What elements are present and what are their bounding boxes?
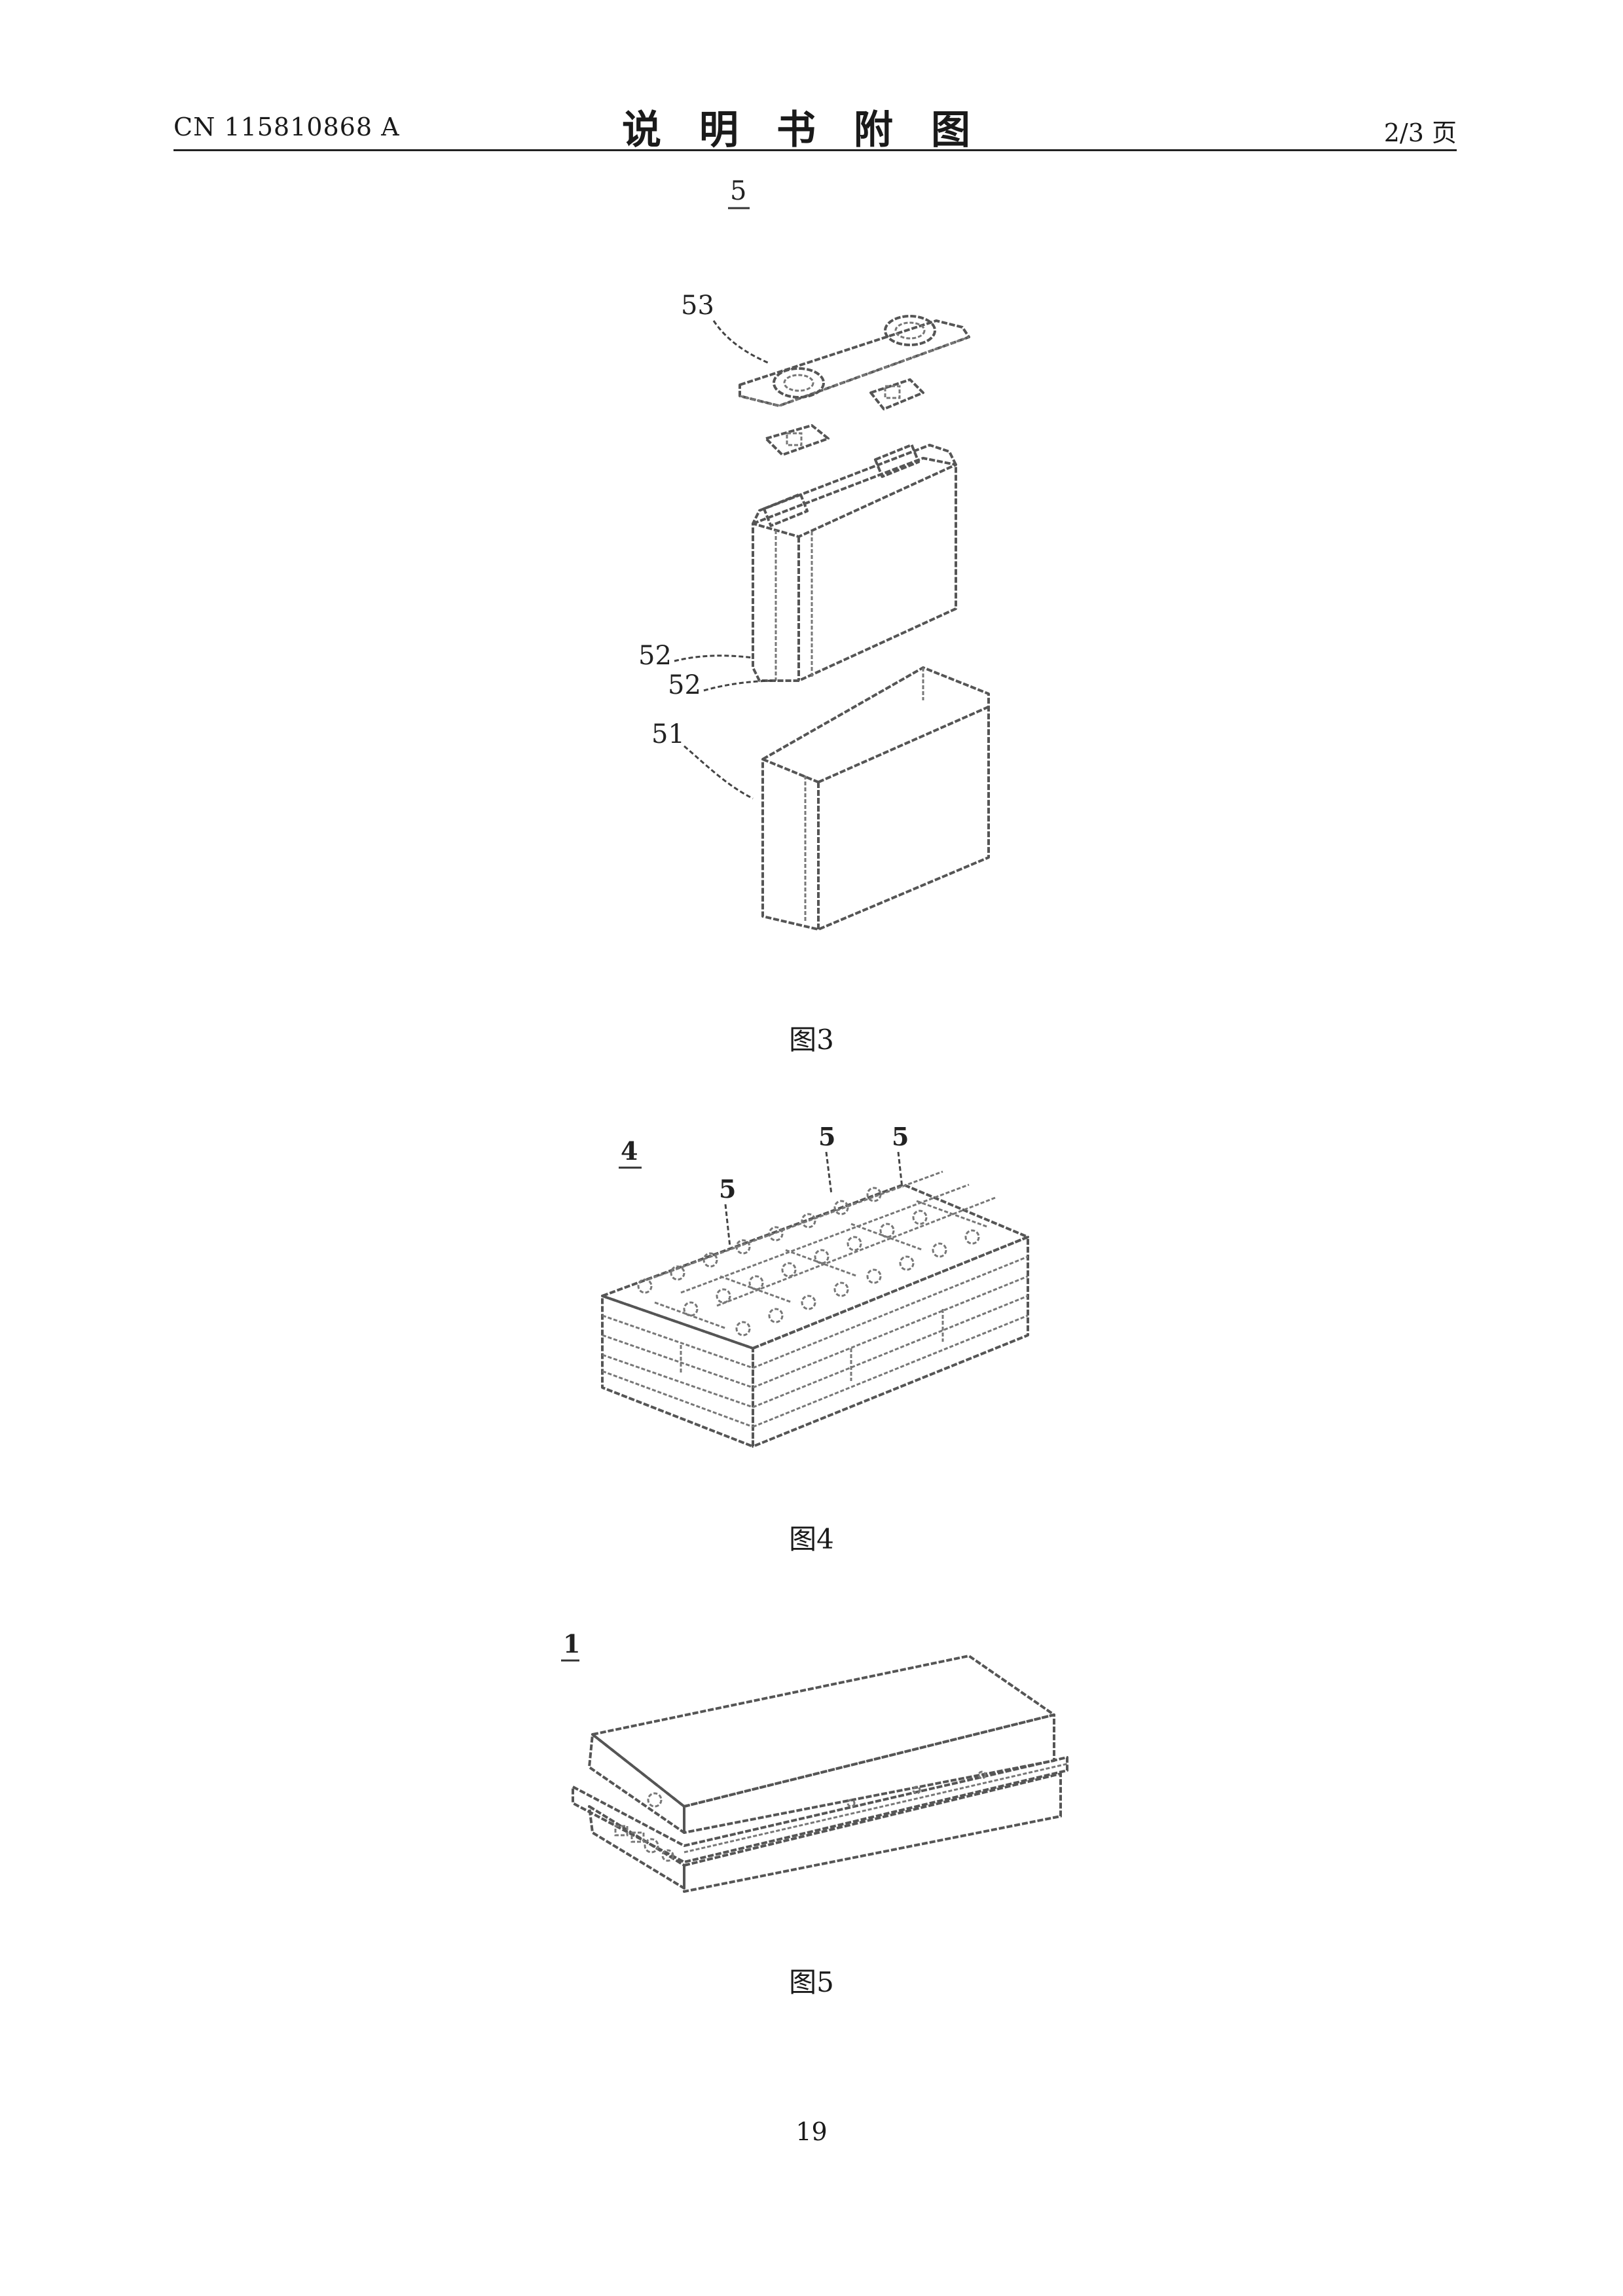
page-number: 19 (795, 2117, 828, 2146)
label-unit-c: 5 (892, 1122, 909, 1151)
figure-5-caption: 图5 (789, 1966, 834, 1998)
label-housing: 51 (651, 719, 685, 749)
doc-number: CN 115810868 A (173, 113, 400, 141)
label-pack: 1 (563, 1629, 580, 1659)
leader-housing (684, 745, 754, 800)
terminal-row (637, 1187, 980, 1336)
figure-4-drawing: 4 5 5 5 (601, 1122, 1029, 1448)
figure-4-caption: 图4 (789, 1523, 834, 1555)
figure-5-drawing: 1 (561, 1629, 1068, 1893)
leader-unit-a (724, 1204, 731, 1247)
top-cover-plate (739, 315, 970, 407)
header-rule (173, 149, 1457, 151)
pack-enclosure (572, 1655, 1068, 1893)
leader-cell-a (674, 655, 754, 662)
label-component: 5 (730, 176, 746, 206)
label-unit-a: 5 (719, 1174, 736, 1204)
leader-unit-c (897, 1151, 903, 1189)
module-stack (601, 1170, 1029, 1448)
cell-housing (761, 666, 990, 931)
leader-top-cover (712, 320, 770, 365)
figure-3-drawing: 5 53 52 52 51 (638, 176, 990, 931)
leader-unit-b (825, 1151, 833, 1195)
label-cell-b: 52 (668, 670, 701, 700)
cell-stack (752, 443, 957, 682)
label-unit-b: 5 (818, 1122, 835, 1151)
page-of: 2/3 页 (1383, 118, 1457, 147)
page-header: CN 115810868 A 说明书附图 2/3 页 (173, 98, 1457, 153)
connector-tab (765, 378, 924, 456)
figure-3-caption: 图3 (789, 1024, 834, 1056)
leader-cell-b (703, 679, 776, 692)
label-cell-a: 52 (638, 641, 672, 671)
label-top-cover: 53 (681, 291, 714, 321)
page-title: 说明书附图 (622, 107, 1008, 153)
label-module: 4 (621, 1136, 638, 1166)
